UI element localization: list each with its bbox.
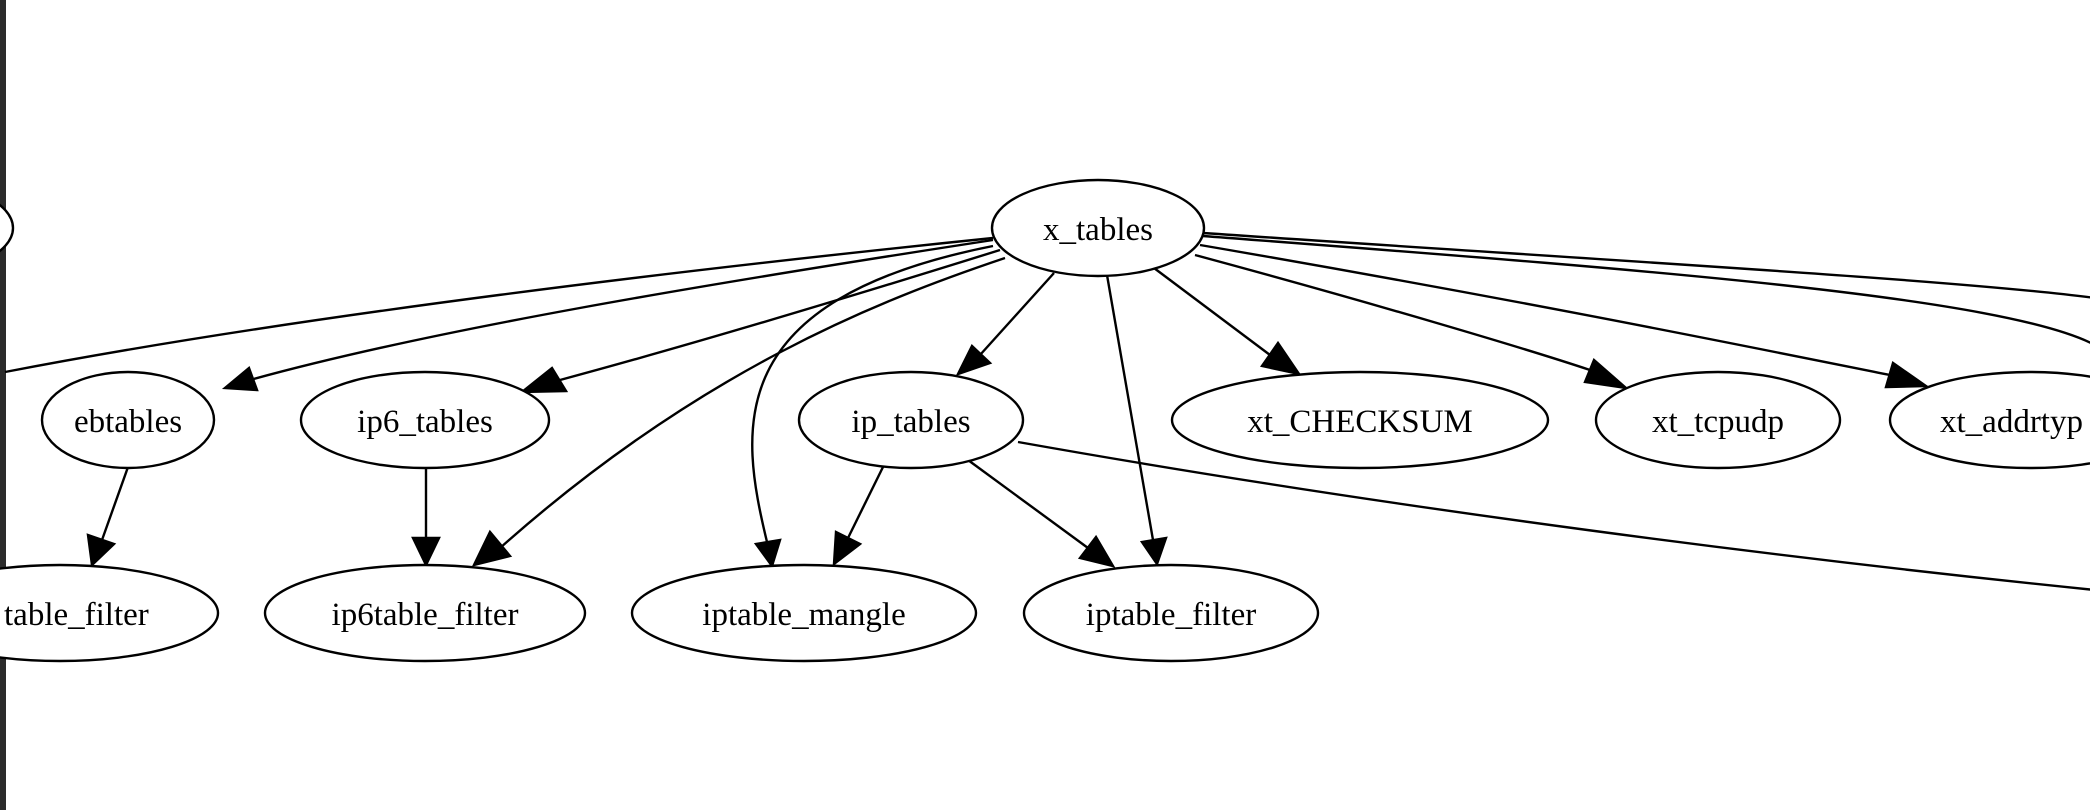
node-label: ip_tables <box>851 404 970 440</box>
node-label: xt_tcpudp <box>1652 404 1784 440</box>
node-iptable_filter[interactable]: iptable_filter <box>1022 563 1320 663</box>
edge-ip_tables-iptable_mangle <box>832 466 885 567</box>
edge-x_tables-xt_tcpudp <box>1194 253 1630 390</box>
edge-ip_tables-offscreen-right <box>1017 440 2090 591</box>
node-label: table_filter <box>4 597 149 633</box>
node-label: ip6_tables <box>357 404 493 440</box>
node-ebtable_filter[interactable]: table_filter <box>0 563 220 663</box>
node-label: ebtables <box>74 404 182 440</box>
edge-x_tables-offscreen-left <box>4 236 994 374</box>
edge-ebtables-ebtable_filter <box>86 466 130 568</box>
node-ip6_tables[interactable]: ip6_tables <box>299 370 551 470</box>
edge-x_tables-xt_CHECKSUM <box>1153 267 1302 376</box>
node-label: ip6table_filter <box>332 597 519 633</box>
node-label: iptable_mangle <box>702 597 905 633</box>
node-label: iptable_filter <box>1086 597 1256 633</box>
node-xt_CHECKSUM[interactable]: xt_CHECKSUM <box>1170 370 1550 470</box>
edge-x_tables-offscreen-right-2 <box>1202 234 2090 344</box>
edge-ip_tables-iptable_filter <box>967 459 1116 568</box>
edge-x_tables-ip6_tables <box>518 248 1001 394</box>
node-ip6table_filter[interactable]: ip6table_filter <box>263 563 587 663</box>
node-iptable_mangle[interactable]: iptable_mangle <box>630 563 978 663</box>
node-xt_tcpudp[interactable]: xt_tcpudp <box>1594 370 1842 470</box>
edge-x_tables-iptable_filter <box>1105 274 1168 567</box>
window-left-border <box>0 0 6 810</box>
edge-ip6_tables-ip6table_filter <box>411 467 441 568</box>
node-label: x_tables <box>1043 212 1153 248</box>
node-xt_addrtype[interactable]: xt_addrtyp <box>1888 370 2090 470</box>
edge-x_tables-xt_addrtype <box>1199 243 1930 389</box>
edge-x_tables-iptable_mangle <box>751 244 994 569</box>
node-offscreen-left[interactable] <box>0 180 15 276</box>
node-label: xt_addrtyp <box>1940 404 2083 440</box>
node-ip_tables[interactable]: ip_tables <box>797 370 1025 470</box>
edge-x_tables-ip_tables <box>955 272 1055 377</box>
edge-x_tables-ebtables <box>221 238 994 392</box>
node-x_tables[interactable]: x_tables <box>990 178 1206 278</box>
node-label: xt_CHECKSUM <box>1247 404 1473 440</box>
edge-x_tables-offscreen-right-1 <box>1202 231 2090 299</box>
node-ebtables[interactable]: ebtables <box>40 370 216 470</box>
